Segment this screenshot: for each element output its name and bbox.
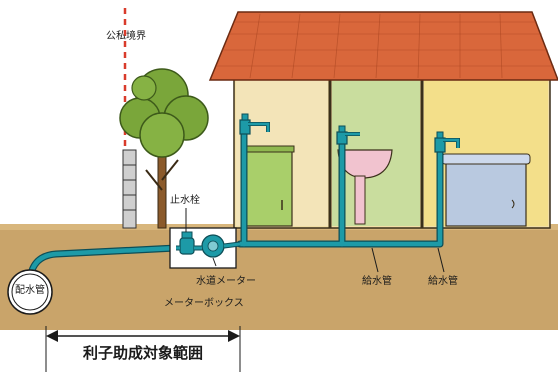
supply-pipe-label: 給水管 — [362, 276, 392, 287]
main-pipe — [7, 269, 53, 315]
faucet-icon — [239, 113, 270, 135]
water-meter-label: 水道メーター — [196, 276, 256, 287]
water-meter-icon — [201, 234, 225, 258]
main-pipe-label: 配水管 — [15, 285, 45, 296]
stopcock-label: 止水栓 — [170, 195, 200, 206]
subsidy-range-arrow — [45, 326, 241, 372]
meter-box-label: メーターボックス — [164, 298, 244, 309]
faucet-icon — [336, 125, 360, 145]
block-wall — [122, 149, 137, 229]
subsidy-range-label: 利子助成対象範囲 — [82, 344, 204, 362]
bathtub-icon — [441, 153, 531, 227]
faucet-icon — [434, 131, 460, 153]
stopcock-icon — [179, 231, 195, 255]
meter-box — [169, 227, 241, 269]
leader-lines — [185, 208, 445, 273]
boundary-label: 公私境界 — [106, 31, 146, 42]
sink-cabinet — [243, 145, 295, 227]
supply-pipe-label: 給水管 — [428, 276, 458, 287]
tree-icon — [119, 68, 209, 229]
